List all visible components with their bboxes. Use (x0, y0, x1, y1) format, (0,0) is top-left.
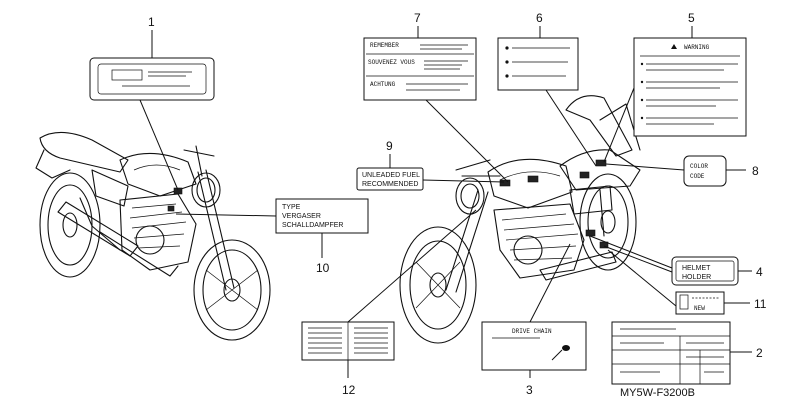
callout-number-5: 5 (688, 11, 695, 25)
label-10-panel: TYPE VERGASER SCHALLDAMPFER (275, 198, 369, 234)
callout-number-11: 11 (754, 297, 767, 311)
motorcycle-right-view (399, 95, 641, 344)
label-9-line-1: UNLEADED FUEL (362, 172, 420, 179)
callout-number-8: 8 (752, 164, 759, 178)
callout-number-3: 3 (526, 383, 533, 397)
label-12-panel (301, 321, 395, 361)
label-5-warning-text: WARNING (684, 44, 710, 51)
label-1-panel (89, 57, 215, 101)
callout-number-10: 10 (316, 261, 330, 275)
callout-number-6: 6 (536, 11, 543, 25)
label-9-panel: UNLEADED FUEL RECOMMENDED (356, 167, 424, 191)
label-5-panel: WARNING (633, 37, 747, 137)
callout-number-1: 1 (148, 15, 155, 29)
callout-number-7: 7 (414, 11, 421, 25)
callout-number-12: 12 (342, 383, 356, 397)
label-2-panel (611, 321, 731, 385)
label-6-panel (497, 37, 579, 91)
label-8-line-2: CODE (690, 173, 705, 180)
label-8-line-1: COLOR (690, 163, 708, 170)
label-10-line-3: SCHALLDAMPFER (282, 222, 343, 229)
diagram-code: MY5W-F3200B (620, 387, 695, 399)
label-7-line-2: SOUVENEZ VOUS (368, 59, 415, 66)
label-3-panel: DRIVE CHAIN (481, 321, 587, 371)
label-7-panel: REMEMBER SOUVENEZ VOUS ACHTUNG (363, 37, 477, 101)
label-7-line-1: REMEMBER (370, 42, 399, 49)
callout-number-2: 2 (756, 346, 763, 360)
label-10-line-2: VERGASER (282, 213, 321, 220)
label-4-line-2: HOLDER (682, 274, 711, 281)
callout-number-9: 9 (386, 139, 393, 153)
callout-number-4: 4 (756, 265, 763, 279)
label-4-line-1: HELMET (682, 265, 711, 272)
label-9-line-2: RECOMMENDED (362, 181, 418, 188)
label-11-new-text: NEW (694, 305, 705, 312)
label-3-text: DRIVE CHAIN (512, 328, 552, 335)
label-10-line-1: TYPE (282, 204, 301, 211)
label-8-panel: COLOR CODE (683, 155, 727, 187)
motorcycle-left-view (35, 131, 271, 341)
label-7-line-3: ACHTUNG (370, 81, 396, 88)
label-11-panel: NEW (675, 291, 725, 315)
label-4-panel: HELMET HOLDER (671, 256, 739, 286)
